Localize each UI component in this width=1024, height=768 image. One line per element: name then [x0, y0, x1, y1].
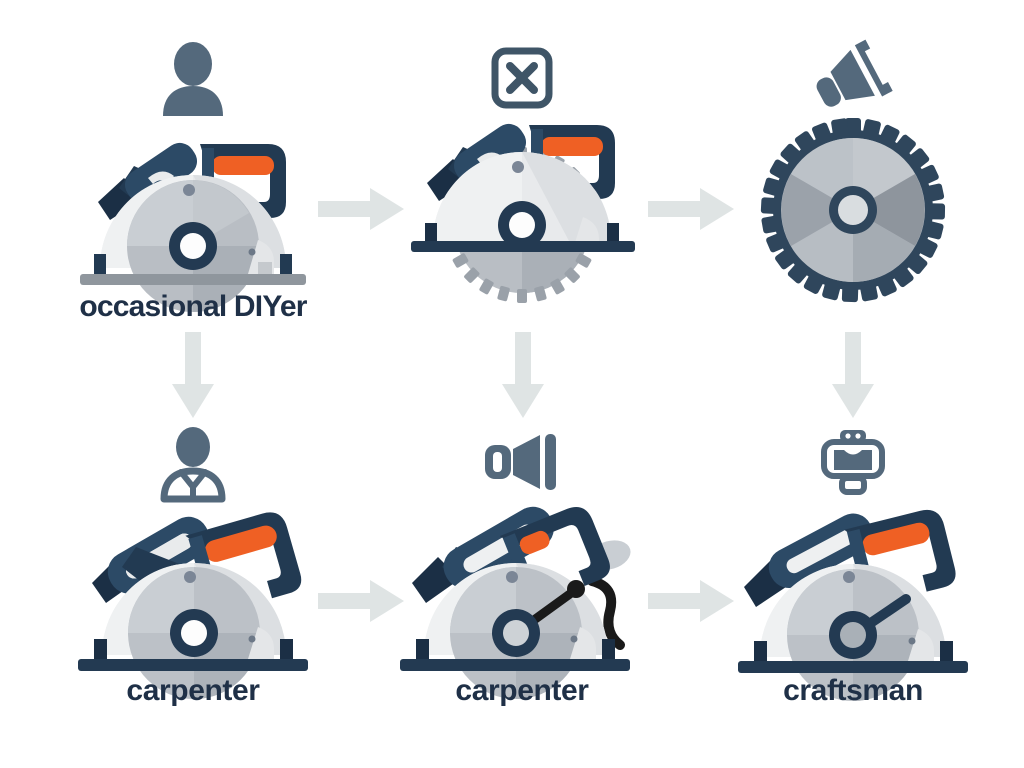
artwork-slot-2: [357, 120, 687, 303]
circular-saw-orange-handle: [78, 511, 308, 699]
diagram-cell-2: [357, 8, 687, 368]
badge-slot-6: [688, 422, 1018, 502]
arrow-right-2: [648, 186, 734, 232]
badge-slot-5: [357, 422, 687, 502]
circular-saw-with-toothed-blade: [411, 123, 635, 303]
tilted-megaphone-icon: [816, 39, 893, 107]
cell-4-caption: carpenter: [126, 674, 260, 707]
diagram-cell-3: [688, 8, 1018, 368]
person-silhouette-icon: [163, 42, 223, 116]
diagram-cell-6: craftsman: [688, 392, 1018, 752]
arrow-right-3: [318, 578, 404, 624]
arrow-down-2: [500, 332, 546, 418]
cell-5-caption: carpenter: [455, 674, 589, 707]
diagram-cell-1: occasional DIYer: [28, 8, 358, 368]
artwork-slot-6: [688, 504, 1018, 701]
artwork-slot-3: [688, 118, 1018, 303]
circular-saw-with-pointer: [738, 509, 968, 701]
cell-6-caption: craftsman: [783, 674, 923, 707]
saw-blade-gear: [760, 118, 946, 303]
diagram-cell-5: carpenter: [357, 392, 687, 752]
artwork-slot-5: [357, 504, 687, 699]
x-in-square-icon: [491, 47, 553, 109]
diagram-cell-4: carpenter: [28, 392, 358, 752]
artwork-slot-4: [28, 504, 358, 699]
monitor-device-icon: [821, 430, 885, 495]
circular-saw-with-pointer-and-cord: [400, 506, 631, 699]
badge-slot-2: [357, 38, 687, 118]
person-with-collar-icon: [160, 427, 226, 503]
arrow-down-3: [830, 332, 876, 418]
arrow-down-1: [170, 332, 216, 418]
circular-saw-plain: [80, 142, 306, 312]
arrow-right-4: [648, 578, 734, 624]
cell-1-caption: occasional DIYer: [79, 290, 307, 323]
arrow-right-1: [318, 186, 404, 232]
badge-slot-3: [688, 38, 1018, 118]
artwork-slot-1: [28, 120, 358, 312]
badge-slot-4: [28, 422, 358, 503]
badge-slot-1: [28, 38, 358, 118]
megaphone-icon: [485, 434, 556, 490]
